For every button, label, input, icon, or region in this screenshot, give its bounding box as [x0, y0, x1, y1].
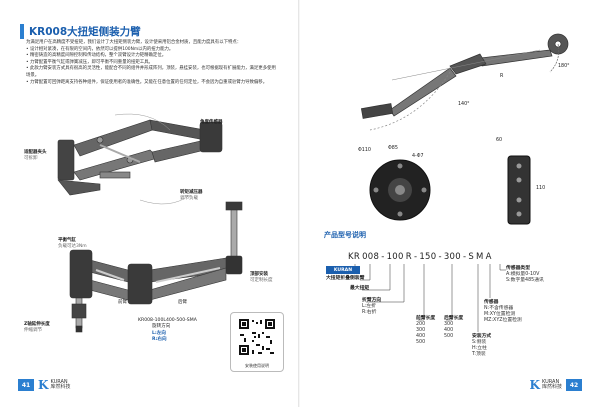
code-part: -: [462, 252, 467, 262]
code-part: 008: [362, 252, 380, 262]
brand-sub: 库然科技: [541, 384, 562, 390]
brand-sub: 库然科技: [50, 384, 71, 390]
dim-radius: R: [500, 74, 504, 79]
page-number: 41: [18, 379, 34, 391]
qr-code-image: [238, 318, 276, 356]
callout-torque-reducer: 转矩减压器 调节负载: [180, 190, 203, 201]
right-page: 180° 140° R Φ110 Φ85 4-Φ7 60 110 产品型号说明 …: [300, 0, 600, 407]
title-marker: [20, 24, 24, 39]
code-connector-lines: [354, 264, 506, 332]
dim-bar-height: 110: [536, 186, 546, 191]
page-title: KR008大扭矩侧装力臂: [20, 24, 141, 39]
label-rear-length: 后臂长度 300 400 500: [444, 316, 464, 339]
brand-name: KURAN: [50, 379, 68, 385]
bullet-2: • 精密铸造的高精度间隙控制和传动结构，整个双臂设计力矩精确定位。: [26, 53, 167, 59]
code-part: S: [468, 252, 475, 262]
label-front-length: 前臂长度 200 300 400 500: [416, 316, 436, 345]
left-page: KR008大扭矩侧装力臂 为满足用户在高精度不受扭矩，我们设计了大扭矩侧装力臂，…: [18, 24, 284, 392]
qr-label: 安装使用说明: [245, 363, 269, 368]
label-mount: 安装方式 S:侧装 H:立柱 T:顶装: [472, 334, 492, 357]
lr-title: 旋转方向: [152, 324, 171, 330]
footer-right: K KURAN 库然科技 42: [526, 378, 582, 392]
kuran-badge: KURAN: [326, 266, 360, 274]
dim-phi-outer: Φ110: [358, 148, 371, 153]
dim-phi-inner: Φ85: [388, 146, 398, 151]
dim-pcd: 4-Φ7: [412, 154, 424, 159]
footer-left: 41 K KURAN 库然科技: [18, 378, 74, 392]
label-max-torque: 最大扭矩: [350, 286, 370, 291]
callout-quick-clamp: 适配器夹头 可拆卸: [24, 150, 47, 161]
model-code-row: KR 008 - 100 R - 150 - 300 - S M A: [348, 252, 494, 262]
code-part: M: [476, 252, 484, 262]
code-part: A: [485, 252, 492, 262]
callout-top-mount: 顶部安装 可定制长度: [250, 272, 273, 283]
brand-logo-icon: K: [529, 378, 540, 392]
bullet-1: • 设计相对紧凑，在有限的空间内，依然可以提供100Nm以内的扭力能力。: [26, 46, 174, 52]
bullet-5: • 力臂配置可回弹距离支持各种组件，保证使用者的准确性。又能在任意位置的任何定位…: [26, 79, 268, 85]
mounted-arm-illustration: [69, 201, 243, 333]
section-title: 产品型号说明: [324, 231, 366, 239]
lr-left: L:左向: [152, 330, 166, 336]
dim-angle-top: 180°: [558, 64, 570, 69]
intro-text: 为满足用户在高精度不受扭矩，我们设计了大扭矩侧装力臂，设计使采用铝合金材质，且能…: [26, 40, 242, 45]
page-number: 42: [566, 379, 582, 391]
model-example: KR008-100L400-500-SMA 旋转方向 L:左向 R:右向: [138, 318, 197, 344]
code-part: R: [405, 252, 412, 262]
title-text: KR008大扭矩侧装力臂: [29, 26, 141, 38]
callout-cylinder: 平衡气缸 负载可达3Nm: [58, 238, 87, 249]
arm-dimension-drawing: [360, 33, 569, 131]
dim-bar-width: 60: [496, 138, 503, 143]
flange-drawing: [369, 159, 431, 221]
code-part: 150: [419, 252, 437, 262]
side-arm-illustration: [57, 113, 223, 205]
label-sensor-type: 传感器类型 A:模拟量0-10V S:数字量485通讯: [506, 266, 544, 283]
model-code: KR008-100L400-500-SMA: [138, 318, 197, 323]
qr-code-card[interactable]: 安装使用说明: [230, 312, 284, 372]
bullet-4: • 此款力臂安装方式具有很高的灵活性，能配合不同的组件并形成阵列，顶装，悬挂安装…: [26, 66, 276, 78]
callout-z-axis: Z轴延伸长度 伸缩调节: [24, 322, 50, 333]
label-series: 大扭矩折叠侧装臂: [326, 276, 365, 281]
lr-right: R:右向: [152, 337, 167, 343]
callout-rear-arm: 后臂: [178, 300, 187, 305]
bullet-3: • 力臂配置平衡气缸或弹簧减压，即可平衡不同重量的扭矩工具。: [26, 59, 153, 65]
mount-plate-drawing: [507, 155, 531, 225]
code-part: 100: [386, 252, 404, 262]
callout-angle-sensor: 角度传感器: [200, 120, 223, 125]
brand-logo: K KURAN 库然科技: [530, 378, 562, 392]
brand-logo-icon: K: [38, 378, 49, 392]
code-part: -: [381, 252, 385, 262]
code-part: -: [438, 252, 442, 262]
label-sensor: 传感器 N:不含传感器 M:XY位置检测 MZ:XYZ位置检测: [484, 300, 522, 323]
code-part: KR: [348, 252, 361, 262]
brand-logo: K KURAN 库然科技: [38, 378, 70, 392]
code-part: -: [413, 252, 418, 262]
callout-front-arm: 前臂: [118, 300, 127, 305]
label-arm-direction: 折臂方向 L:左折 R:右折: [362, 298, 382, 315]
dim-angle-bottom: 140°: [458, 102, 470, 107]
description: 为满足用户在高精度不受扭矩，我们设计了大扭矩侧装力臂，设计使采用铝合金材质，且能…: [26, 40, 280, 86]
code-part: 300: [443, 252, 461, 262]
brand-name: KURAN: [541, 379, 560, 385]
